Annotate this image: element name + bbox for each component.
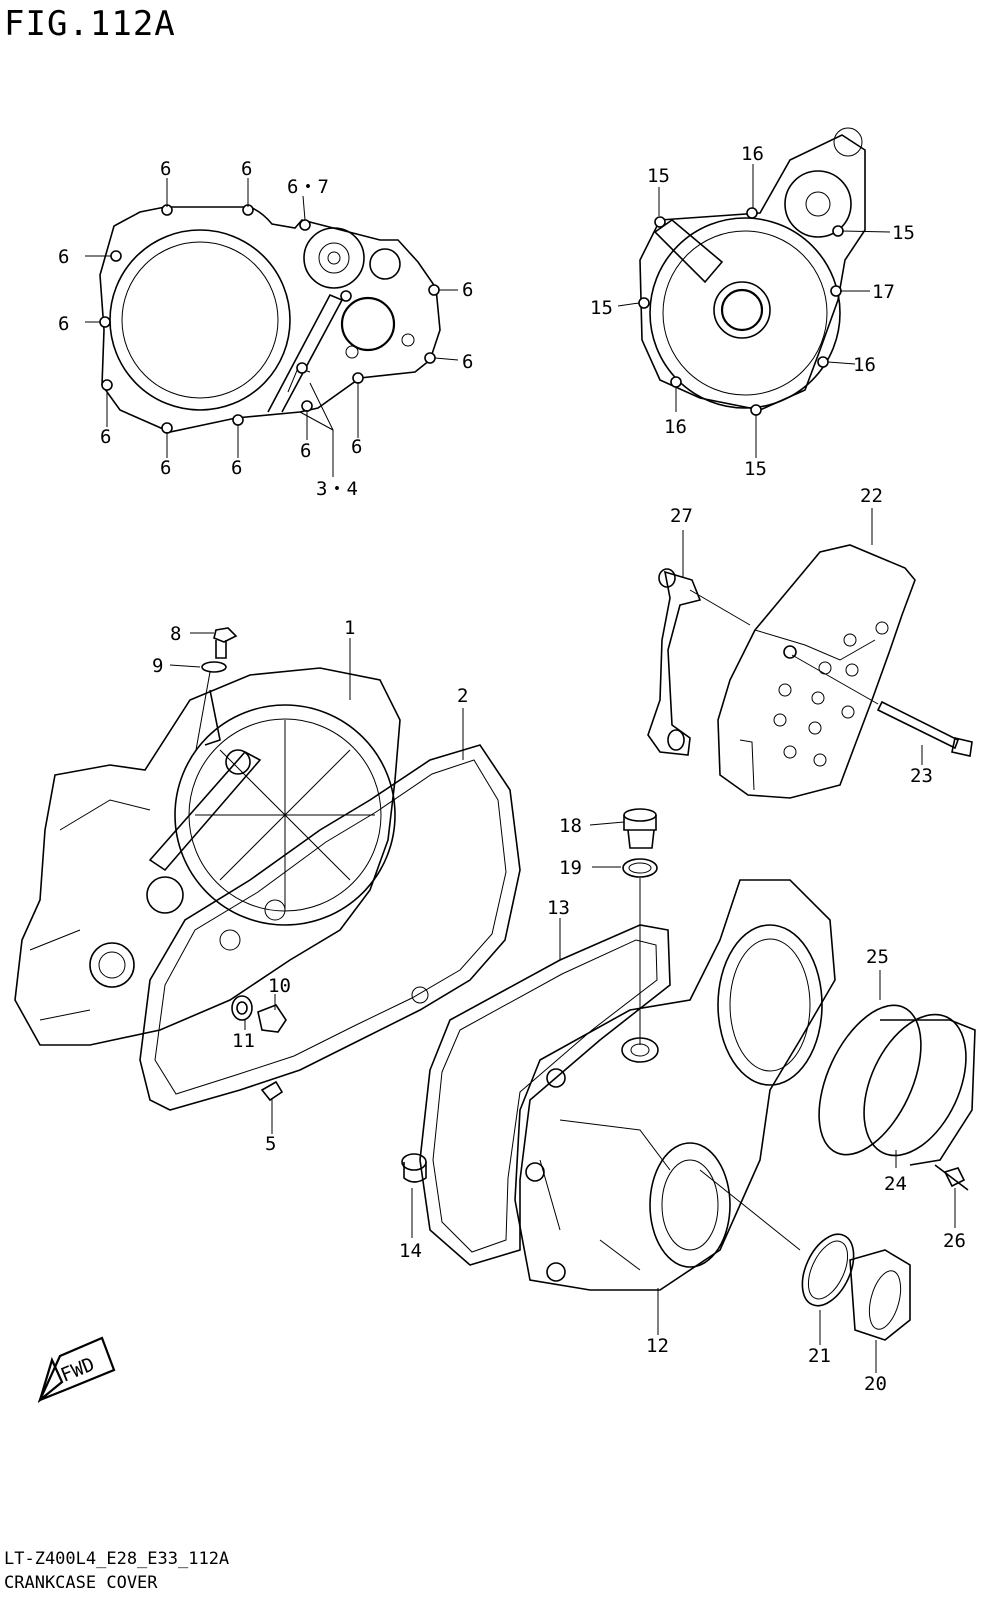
oil-filler-plug	[622, 808, 658, 1045]
generator-cover-back-view	[638, 127, 866, 416]
callout-22: 22	[860, 485, 883, 507]
callout-6: 6	[241, 158, 252, 180]
clutch-cover-back-view	[99, 204, 441, 434]
fwd-label: FWD	[58, 1353, 98, 1386]
leader-lines	[85, 164, 956, 1373]
bolt-washer-small-parts	[195, 627, 287, 1102]
callout-3-4: 3・4	[316, 478, 358, 500]
callout-6: 6	[58, 246, 69, 268]
callout-5: 5	[265, 1133, 276, 1155]
callout-6: 6	[300, 440, 311, 462]
gasket-2	[139, 744, 521, 1111]
callout-13: 13	[547, 897, 570, 919]
o-ring-and-cap	[699, 1169, 911, 1341]
callout-6: 6	[100, 426, 111, 448]
callout-15: 15	[590, 297, 613, 319]
callout-10: 10	[268, 975, 291, 997]
callout-14: 14	[399, 1240, 422, 1262]
callout-24: 24	[884, 1173, 907, 1195]
callout-16: 16	[741, 143, 764, 165]
callout-8: 8	[170, 623, 181, 645]
callout-15: 15	[892, 222, 915, 244]
callout-2: 2	[457, 685, 468, 707]
callout-1: 1	[344, 617, 355, 639]
callout-23: 23	[910, 765, 933, 787]
callout-15: 15	[744, 458, 767, 480]
callout-17: 17	[872, 281, 895, 303]
callout-6: 6	[160, 158, 171, 180]
generator-cover-front	[514, 879, 836, 1291]
cover-cap-assembly	[818, 1004, 976, 1191]
model-code: LT-Z400L4_E28_E33_112A	[4, 1549, 230, 1569]
callout-6: 6	[160, 457, 171, 479]
callout-labels: 6 6 6・7 6 6 6 6 6 6 6 6 6 3・4 15 16 15 1…	[58, 143, 966, 1395]
callout-6: 6	[351, 436, 362, 458]
callout-25: 25	[866, 946, 889, 968]
callout-11: 11	[232, 1030, 255, 1052]
diagram-caption: CRANKCASE COVER	[4, 1573, 158, 1593]
callout-12: 12	[646, 1335, 669, 1357]
callout-6: 6	[462, 351, 473, 373]
callout-6: 6	[462, 279, 473, 301]
fwd-arrow: FWD	[37, 1336, 116, 1404]
guard-assembly	[647, 544, 973, 799]
callout-20: 20	[864, 1373, 887, 1395]
callout-26: 26	[943, 1230, 966, 1252]
callout-16: 16	[664, 416, 687, 438]
clutch-cover-front	[14, 667, 401, 1046]
callout-15: 15	[647, 165, 670, 187]
callout-16: 16	[853, 354, 876, 376]
callout-6: 6	[58, 313, 69, 335]
callout-27: 27	[670, 505, 693, 527]
gasket-13	[401, 924, 671, 1266]
callout-6-7: 6・7	[287, 176, 329, 198]
callout-6: 6	[231, 457, 242, 479]
callout-9: 9	[152, 655, 163, 677]
callout-19: 19	[559, 857, 582, 879]
callout-18: 18	[559, 815, 582, 837]
figure-title: FIG.112A	[4, 4, 176, 44]
callout-21: 21	[808, 1345, 831, 1367]
